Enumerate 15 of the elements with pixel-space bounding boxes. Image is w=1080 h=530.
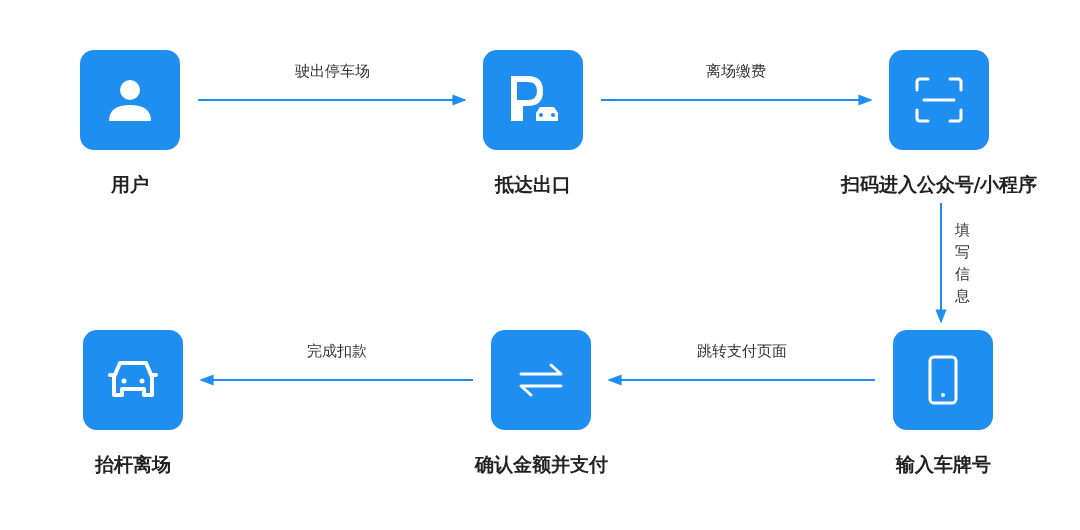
step-label: 用户 <box>111 172 149 197</box>
arrow <box>607 374 876 386</box>
edge-label: 离场缴费 <box>704 62 768 81</box>
edge-label: 完成扣款 <box>305 342 369 361</box>
arrow <box>199 374 474 386</box>
step-label: 输入车牌号 <box>895 452 991 477</box>
arrow <box>600 94 873 106</box>
arrow <box>197 94 467 106</box>
arrow <box>935 202 947 324</box>
edge-label: 驶出停车场 <box>292 62 372 81</box>
step-label: 扫码进入公众号/小程序 <box>840 172 1038 197</box>
step-label: 确认金额并支付 <box>474 452 608 477</box>
step-label: 抵达出口 <box>495 172 571 197</box>
edge-label: 跳转支付页面 <box>695 342 789 361</box>
step-label: 抬杆离场 <box>95 452 171 477</box>
